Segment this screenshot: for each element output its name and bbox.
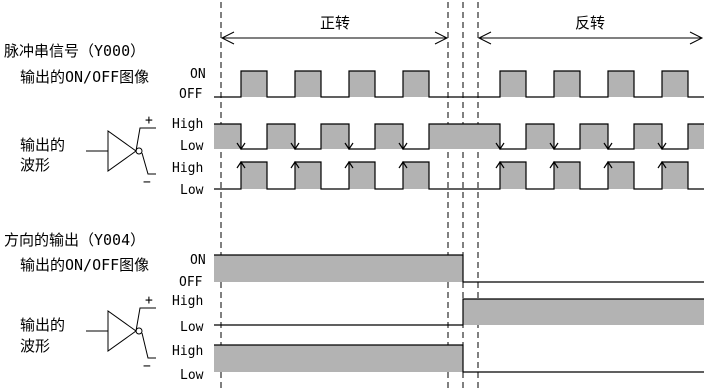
pulse-minus-sign: − xyxy=(143,175,151,190)
pulse-waveform-label-2: 波形 xyxy=(20,156,50,174)
pulse-on-label: ON xyxy=(190,67,206,82)
direction-waveform-label-1: 输出的 xyxy=(20,316,65,334)
direction-on-label: ON xyxy=(190,253,206,268)
line-driver-pulse: 输出的 波形 + − xyxy=(20,113,156,190)
pulse-image-label: 输出的ON/OFF图像 xyxy=(20,68,149,86)
pulse-plus-sign: + xyxy=(145,113,153,128)
pulse-off-label: OFF xyxy=(179,87,203,102)
direction-image-label: 输出的ON/OFF图像 xyxy=(20,256,149,274)
direction-plus-waveform xyxy=(214,298,704,326)
pulse-high-label-1: High xyxy=(172,117,203,132)
direction-plus-sign: + xyxy=(145,293,153,308)
forward-label: 正转 xyxy=(320,14,350,32)
direction-section-title: 方向的输出（Y004） xyxy=(4,231,145,249)
direction-high-label-1: High xyxy=(172,294,203,309)
direction-waveform-label-2: 波形 xyxy=(20,337,50,355)
reverse-range: 反转 xyxy=(477,14,704,45)
direction-low-label-2: Low xyxy=(180,368,204,383)
reverse-label: 反转 xyxy=(575,14,605,32)
pulse-high-label-2: High xyxy=(172,161,203,176)
pulse-low-label-2: Low xyxy=(180,183,204,198)
pulse-minus-waveform xyxy=(214,160,704,190)
pulse-low-label-1: Low xyxy=(180,139,204,154)
direction-high-label-2: High xyxy=(172,344,203,359)
pulse-waveform-label-1: 输出的 xyxy=(20,136,65,154)
direction-minus-sign: − xyxy=(143,359,151,374)
pulse-plus-waveform xyxy=(214,123,704,151)
pulse-section-title: 脉冲串信号（Y000） xyxy=(4,42,145,60)
direction-minus-waveform xyxy=(214,344,704,373)
line-driver-direction: 输出的 波形 + − xyxy=(20,293,156,374)
direction-low-label-1: Low xyxy=(180,320,204,335)
forward-range: 正转 xyxy=(220,14,449,45)
direction-off-label: OFF xyxy=(179,275,203,290)
direction-onoff-row xyxy=(214,254,704,283)
pulse-onoff-row xyxy=(214,70,704,98)
